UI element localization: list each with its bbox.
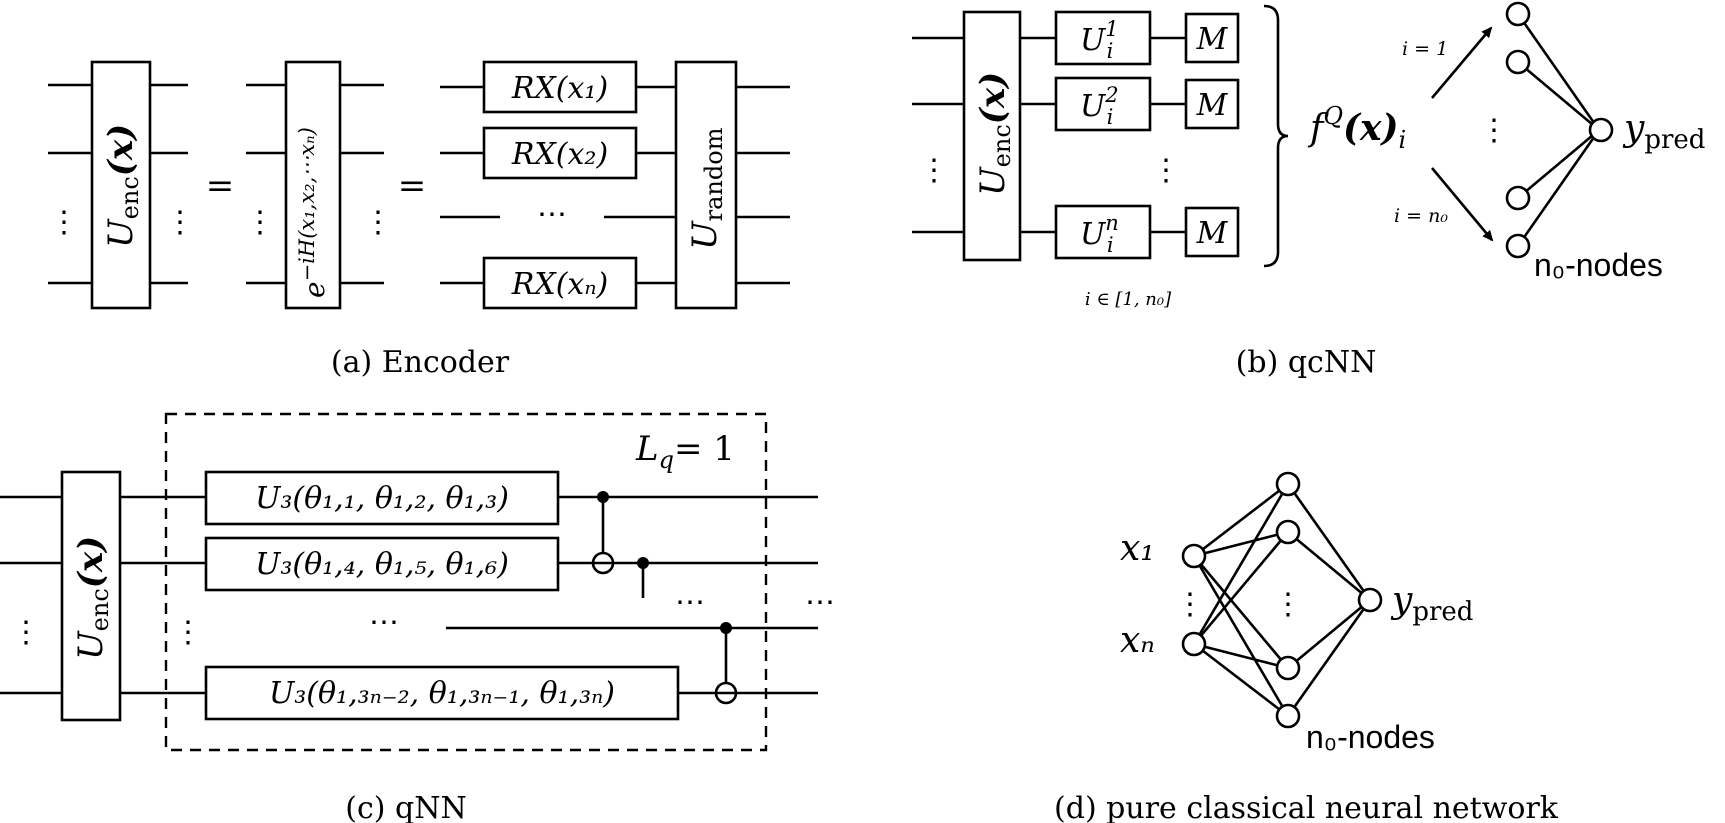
panel-d-caption: (d) pure classical neural network [1054, 791, 1559, 823]
panel-d-output-node [1357, 587, 1383, 613]
panel-a-rx-gate-n-label: RX(xₙ) [511, 267, 608, 302]
panel-c-qnn: Lq= 1 ⋮ Uenc(x) U₃(θ₁,₁, θ₁,₂, θ₁,₃) U₃(… [0, 412, 835, 823]
panel-a-vdots-2: ⋮ [165, 205, 195, 240]
panel-a-exp-label: e−iH(x₁,x₂,⋯xₙ) [295, 127, 331, 298]
panel-c-cnot-2-partial [637, 557, 649, 598]
panel-c-caption: (c) qNN [345, 791, 466, 823]
panel-b-unitary-n [1054, 204, 1152, 260]
panel-c-cnot-n [714, 622, 738, 705]
panel-c-vdots-left: ⋮ [11, 615, 41, 650]
panel-d-hidden-node [1275, 471, 1301, 497]
panel-d-hidden-node [1275, 655, 1301, 681]
panel-b-measure-1-label: M [1196, 22, 1229, 57]
panel-b-node [1505, 49, 1531, 75]
panel-d-hidden-node [1275, 703, 1301, 729]
panel-a-vdots-3: ⋮ [245, 205, 275, 240]
panel-a-urandom-label: Urandom [685, 127, 728, 250]
panel-b-node [1505, 233, 1531, 259]
panel-b-node [1505, 185, 1531, 211]
panel-b-brace [1263, 4, 1289, 268]
panel-b-output-node [1588, 117, 1614, 143]
panel-a-rx-gate-2-label: RX(x₂) [511, 137, 608, 172]
panel-a-caption: (a) Encoder [331, 345, 510, 380]
panel-a-rx-ellipsis: ⋯ [537, 197, 567, 232]
panel-b-node [1505, 1, 1531, 27]
panel-b-nodes-label: n₀-nodes [1534, 247, 1663, 283]
panel-a-wires [48, 83, 790, 285]
panel-c-ellipsis-gates: ⋯ [369, 605, 399, 640]
panel-c-vdots-inner: ⋮ [173, 615, 203, 650]
panel-b-unitary-2 [1054, 76, 1152, 132]
panel-d-hidden-node [1275, 519, 1301, 545]
panel-d-vdots-hidden: ⋮ [1273, 587, 1303, 622]
panel-c-u3-gate-1-label: U₃(θ₁,₁, θ₁,₂, θ₁,₃) [255, 481, 509, 516]
panel-c-uenc-box [60, 470, 122, 722]
panel-b-vdots-unitaries: ⋮ [1151, 153, 1181, 188]
panel-b-arrow-bottom [1431, 167, 1494, 242]
panel-a-exp-box [284, 60, 342, 310]
panel-d-edges [1192, 482, 1372, 718]
panel-b-uenc-box [962, 10, 1022, 262]
panel-a-vdots-4: ⋮ [363, 205, 393, 240]
panel-d-classical-nn: ⋮ ⋮ x₁ xₙ ypred n₀-nodes (d) pure classi… [1054, 471, 1559, 823]
panel-a-uenc-box [90, 60, 152, 310]
panel-c-u3-gate-n [204, 665, 680, 721]
panel-b-measure-2-label: M [1196, 88, 1229, 123]
panel-b-unitary-1 [1054, 10, 1152, 66]
panel-c-u3-gate-2-label: U₃(θ₁,₄, θ₁,₅, θ₁,₆) [255, 547, 509, 582]
panel-b-arrow-top-label: i = 1 [1402, 38, 1448, 60]
panel-c-u3-gate-2 [204, 536, 560, 592]
panel-b-measure-n-label: M [1196, 216, 1229, 251]
panel-b-arrow-bottom-label: i = n₀ [1394, 205, 1448, 227]
panel-b-fq-label: fQ(x)i [1307, 102, 1406, 154]
panel-d-input-label-1: x₁ [1120, 528, 1155, 569]
panel-a-equals-2: = [398, 166, 427, 206]
panel-b-wires [912, 36, 1186, 234]
panel-c-layer-label: Lq= 1 [635, 429, 735, 474]
panel-c-u3-gate-1 [204, 470, 560, 526]
panel-b-measure-1 [1184, 12, 1240, 64]
panel-b-caption: (b) qcNN [1236, 345, 1377, 380]
panel-d-vdots-inputs: ⋮ [1175, 587, 1205, 622]
panel-c-uenc-label: Uenc(x) [71, 536, 114, 660]
panel-c-ellipsis-cnots: ⋯ [675, 585, 705, 620]
panel-b-index-range: i ∈ [1, n₀] [1085, 289, 1172, 310]
panel-b-output-label: ypred [1622, 108, 1705, 155]
panel-a-urandom-box [674, 60, 738, 310]
panel-d-output-label: ypred [1390, 580, 1473, 627]
panel-d-input-node-n [1181, 631, 1207, 657]
panel-a-rx-gate-1 [482, 60, 638, 114]
panel-a-rx-gate-1-label: RX(x₁) [511, 71, 608, 106]
panel-c-cnot-1 [591, 491, 615, 575]
panel-a-encoder: Uenc(x) ⋮ ⋮ = ⋮ e−iH(x₁,x₂,⋯xₙ) ⋮ = RX(x… [48, 60, 790, 380]
panel-b-vdots-wires: ⋮ [919, 153, 949, 188]
panel-a-vdots-1: ⋮ [49, 205, 79, 240]
panel-a-rx-gate-2 [482, 126, 638, 180]
panel-b-arrow-top [1431, 26, 1493, 99]
panel-b-vdots-nodes: ⋮ [1479, 113, 1509, 148]
panel-c-u3-gate-n-label: U₃(θ₁,₃ₙ₋₂, θ₁,₃ₙ₋₁, θ₁,₃ₙ) [269, 676, 615, 711]
panel-d-input-label-n: xₙ [1120, 620, 1155, 661]
panel-c-ellipsis-right: ⋯ [805, 585, 835, 620]
panel-c-layer-box [164, 412, 768, 752]
panel-a-rx-gate-n [482, 256, 638, 310]
panel-d-input-node-1 [1181, 543, 1207, 569]
panel-a-equals-1: = [206, 166, 235, 206]
panel-d-nodes-label: n₀-nodes [1306, 719, 1435, 755]
panel-b-network [1505, 1, 1614, 259]
panel-b-measure-n [1184, 206, 1240, 258]
panel-a-uenc-label: Uenc(x) [101, 124, 144, 248]
panel-b-uenc-label: Uenc(x) [973, 72, 1016, 196]
panel-b-measure-2 [1184, 78, 1240, 130]
